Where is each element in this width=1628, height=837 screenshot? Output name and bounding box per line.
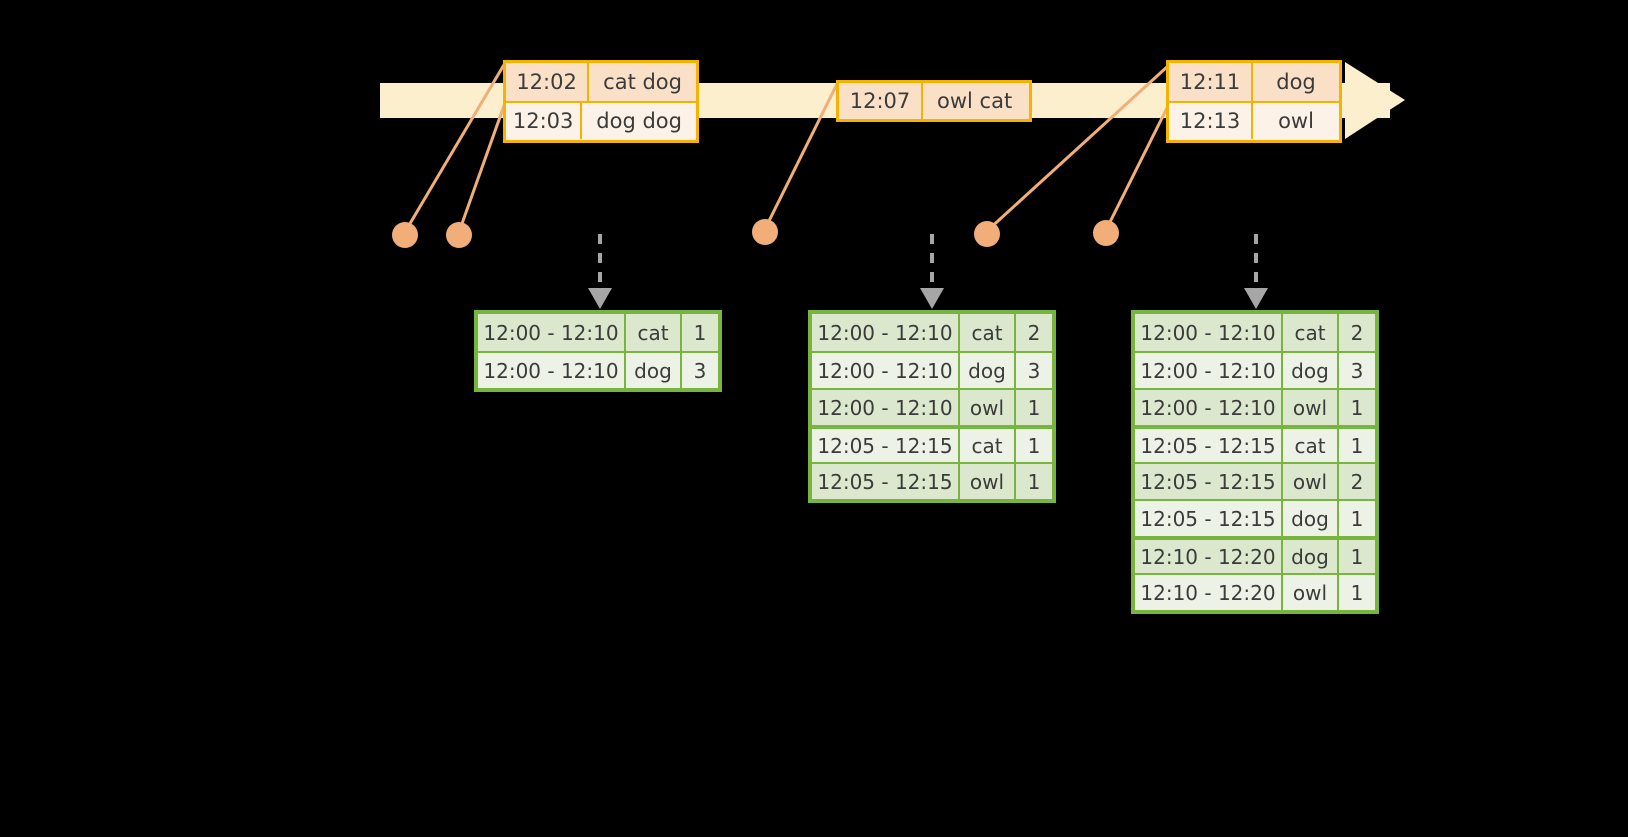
cell-window: 12:00 - 12:10 (1135, 390, 1283, 425)
connector-12-02 (403, 62, 507, 233)
cell-window: 12:10 - 12:20 (1135, 575, 1283, 610)
dot-12-13 (1093, 220, 1119, 246)
event-row[interactable]: 12:07 owl cat (839, 83, 1029, 119)
cell-word: cat (1283, 429, 1339, 462)
cell-count: 1 (1350, 395, 1364, 420)
event-row[interactable]: 12:03 dog dog (506, 101, 696, 139)
cell-word: cat (1283, 314, 1339, 351)
dot-12-02 (392, 222, 418, 248)
dot-12-07 (752, 219, 778, 245)
cell-window: 12:00 - 12:10 (812, 353, 960, 388)
cell-count: 1 (1027, 469, 1041, 494)
cell-word: dog (1283, 501, 1339, 536)
cell-count: 3 (1027, 358, 1041, 383)
connector-12-13 (1104, 105, 1170, 231)
cell-count: 1 (1350, 580, 1364, 605)
cell-count: 1 (1350, 506, 1364, 531)
cell-count: 1 (1027, 395, 1041, 420)
cell-window: 12:00 - 12:10 (812, 390, 960, 425)
cell-count: 2 (1350, 320, 1364, 345)
cell-word: owl (1283, 575, 1339, 610)
cell-word: owl (1283, 464, 1339, 499)
event-row[interactable]: 12:11 dog (1169, 63, 1339, 101)
cell-count: 1 (693, 320, 707, 345)
cell-word: cat (960, 314, 1016, 351)
cell-word: owl (960, 390, 1016, 425)
cell-window: 12:05 - 12:15 (1135, 501, 1283, 536)
event-time: 12:02 (506, 63, 590, 101)
cell-word: dog (1283, 540, 1339, 573)
cell-word: dog (1283, 353, 1339, 388)
cell-count: 1 (1350, 544, 1364, 569)
event-row[interactable]: 12:02 cat dog (506, 63, 696, 101)
event-words: owl (1278, 109, 1314, 133)
event-time: 12:03 (506, 103, 583, 139)
event-time: 12:11 (1169, 63, 1253, 101)
connector-12-07 (763, 81, 840, 230)
cell-count: 2 (1350, 469, 1364, 494)
event-row[interactable]: 12:13 owl (1169, 101, 1339, 139)
event-group-1[interactable]: 12:02 cat dog 12:03 dog dog (503, 60, 699, 143)
cell-count: 3 (1350, 358, 1364, 383)
cell-word: owl (1283, 390, 1339, 425)
cell-window: 12:05 - 12:15 (1135, 464, 1283, 499)
cell-window: 12:05 - 12:15 (812, 429, 960, 462)
cell-count: 1 (1350, 433, 1364, 458)
cell-word: dog (960, 353, 1016, 388)
cell-window: 12:00 - 12:10 (812, 314, 960, 351)
event-time: 12:13 (1169, 103, 1253, 139)
event-words: dog dog (596, 109, 682, 133)
cell-window: 12:00 - 12:10 (1135, 314, 1283, 351)
dashed-arrows (598, 234, 1258, 290)
cell-word: cat (960, 429, 1016, 462)
cell-window: 12:10 - 12:20 (1135, 540, 1283, 573)
cell-window: 12:00 - 12:10 (478, 353, 626, 388)
dot-12-11 (974, 221, 1000, 247)
connector-12-03 (457, 102, 507, 233)
cell-count: 3 (693, 358, 707, 383)
event-time: 12:07 (839, 83, 923, 119)
dashed-arrow-heads (588, 288, 1268, 309)
event-words: dog (1276, 70, 1316, 94)
cell-window: 12:00 - 12:10 (1135, 353, 1283, 388)
cell-window: 12:00 - 12:10 (478, 314, 626, 351)
cell-count: 1 (1027, 433, 1041, 458)
cell-word: cat (626, 314, 682, 351)
cell-word: owl (960, 464, 1016, 499)
event-words: cat dog (603, 70, 682, 94)
dot-12-03 (446, 222, 472, 248)
event-words: owl cat (937, 89, 1013, 113)
cell-window: 12:05 - 12:15 (1135, 429, 1283, 462)
event-group-2[interactable]: 12:07 owl cat (836, 80, 1032, 122)
cell-word: dog (626, 353, 682, 388)
event-group-3[interactable]: 12:11 dog 12:13 owl (1166, 60, 1342, 143)
cell-count: 2 (1027, 320, 1041, 345)
cell-window: 12:05 - 12:15 (812, 464, 960, 499)
event-dots (392, 219, 1119, 248)
